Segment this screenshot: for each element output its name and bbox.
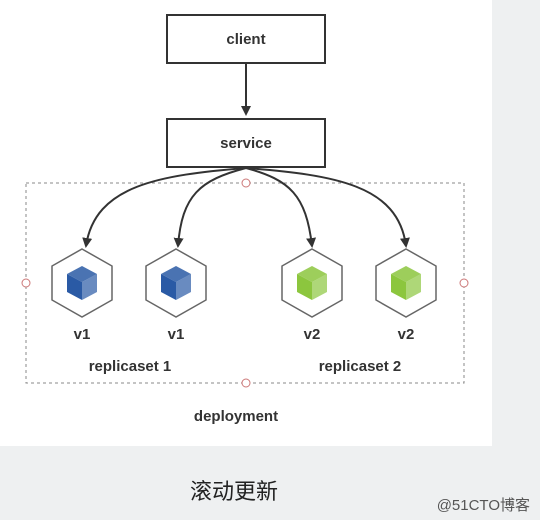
pod-icon <box>281 248 343 318</box>
watermark: @51CTO博客 <box>436 497 530 514</box>
arrow-to-pod-1 <box>82 167 247 248</box>
client-label: client <box>226 30 266 48</box>
arrow-to-pod-3 <box>245 167 317 248</box>
pod-icon <box>375 248 437 318</box>
pod-version-label: v1 <box>167 326 185 343</box>
boundary-handle-right <box>459 278 469 288</box>
client-node: client <box>166 14 326 64</box>
pod-icon <box>51 248 113 318</box>
boundary-handle-left <box>21 278 31 288</box>
replicaset-2-label: replicaset 2 <box>318 358 402 375</box>
pod-version-label: v2 <box>397 326 415 343</box>
boundary-handle-bottom <box>241 378 251 388</box>
arrow-to-pod-2 <box>173 167 247 248</box>
service-label: service <box>220 134 272 152</box>
replicaset-1-label: replicaset 1 <box>88 358 172 375</box>
pod-version-label: v2 <box>303 326 321 343</box>
arrow-to-pod-4 <box>245 167 410 248</box>
pod-icon <box>145 248 207 318</box>
caption: 滚动更新 <box>190 479 279 504</box>
pod-version-label: v1 <box>73 326 91 343</box>
deployment-label: deployment <box>193 408 279 425</box>
boundary-handle-top <box>241 178 251 188</box>
service-node: service <box>166 118 326 168</box>
